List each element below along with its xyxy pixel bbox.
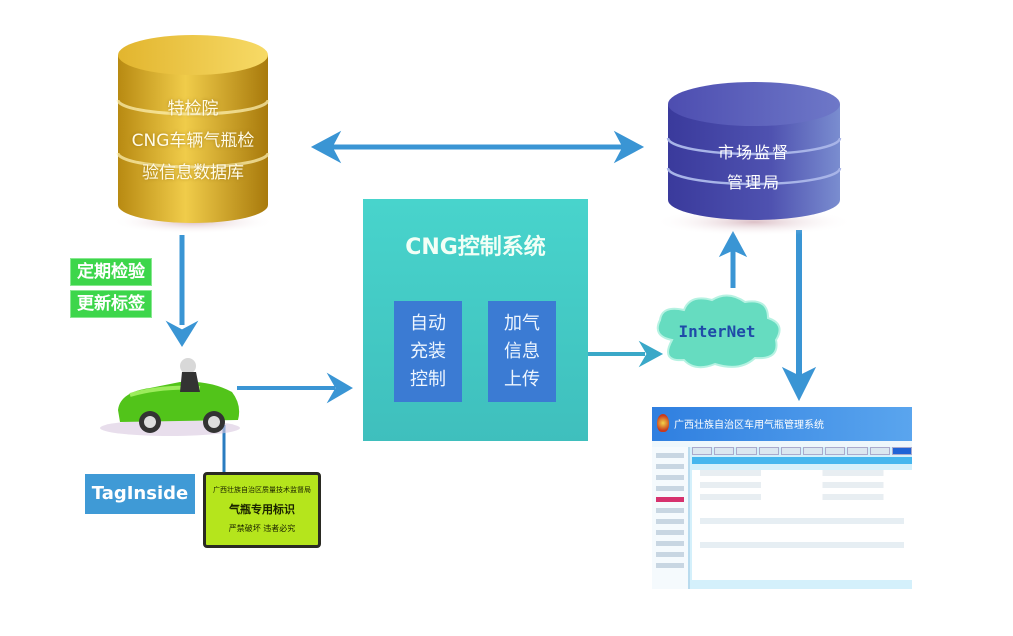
inspection-database: 特检院 CNG车辆气瓶检 验信息数据库 <box>118 35 268 225</box>
taginside-label: TagInside <box>85 474 195 514</box>
bidirectional-arrow <box>310 130 645 164</box>
arrow-internet-to-agency <box>718 230 748 288</box>
inspection-db-line-2: CNG车辆气瓶检 <box>131 131 255 151</box>
agency-database-icon <box>654 82 854 236</box>
national-emblem-icon <box>657 414 669 432</box>
arrow-agency-to-system <box>781 230 817 402</box>
module-text: 信息 <box>504 341 540 362</box>
internet-node: InterNet <box>652 298 782 374</box>
update-tag-label: 更新标签 <box>70 290 152 318</box>
cng-control-system: CNG控制系统 自动 充装 控制 加气 信息 上传 <box>363 199 588 441</box>
cng-system-title: CNG控制系统 <box>405 235 546 260</box>
screenshot-toolbar <box>652 441 912 447</box>
module-text: 加气 <box>504 313 540 334</box>
module-text: 上传 <box>504 369 540 390</box>
management-system-screenshot: 广西壮族自治区车用气瓶管理系统 <box>652 407 912 589</box>
screenshot-sidebar <box>652 447 690 589</box>
agency-line-1: 市场监督 <box>717 143 790 162</box>
tag-card-line-3: 严禁破坏 违者必究 <box>228 524 296 533</box>
screenshot-content <box>692 447 912 589</box>
module-text: 控制 <box>410 369 446 390</box>
arrow-car-to-cng <box>237 372 353 404</box>
screenshot-title: 广西壮族自治区车用气瓶管理系统 <box>674 420 824 431</box>
screenshot-header: 广西壮族自治区车用气瓶管理系统 <box>652 407 912 441</box>
internet-cloud-icon <box>656 294 781 369</box>
inspection-db-line-3: 验信息数据库 <box>142 163 244 183</box>
module-text: 充装 <box>410 341 446 362</box>
gas-cylinder-tag-card: 广西壮族自治区质量技术监督局 气瓶专用标识 严禁破坏 违者必究 <box>203 472 321 548</box>
agency-line-2: 管理局 <box>726 173 781 192</box>
tag-card-line-1: 广西壮族自治区质量技术监督局 <box>213 486 311 494</box>
refuel-info-upload-module: 加气 信息 上传 <box>488 301 556 402</box>
periodic-inspection-label: 定期检验 <box>70 258 152 286</box>
inspection-database-icon <box>111 35 275 234</box>
tag-card-line-2: 气瓶专用标识 <box>229 503 295 516</box>
auto-filling-control-module: 自动 充装 控制 <box>394 301 462 402</box>
green-car-icon <box>100 358 240 436</box>
arrow-db-to-car <box>165 235 199 347</box>
module-text: 自动 <box>410 313 446 334</box>
inspection-db-line-1: 特检院 <box>167 99 219 119</box>
internet-label: InterNet <box>678 322 756 341</box>
market-supervision-database: 市场监督 管理局 <box>668 82 840 222</box>
